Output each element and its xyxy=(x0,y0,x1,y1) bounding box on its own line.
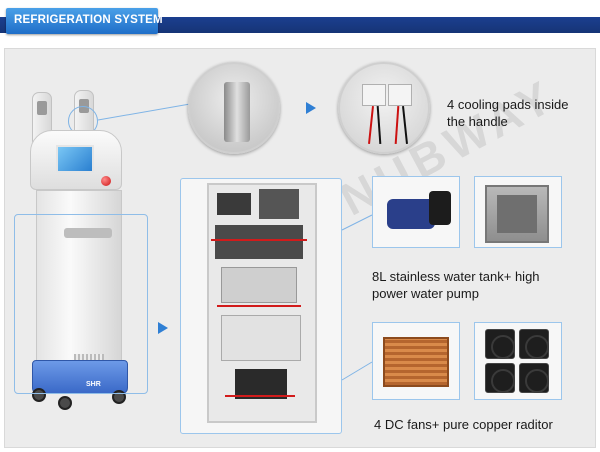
wheel xyxy=(32,388,46,402)
water-tank-photo xyxy=(474,176,562,248)
touch-screen xyxy=(56,145,94,173)
brand-label: SHR xyxy=(86,381,101,388)
water-system-label: 8L stainless water tank+ high power wate… xyxy=(372,269,540,301)
body-highlight-box xyxy=(14,214,148,394)
arrow-right-icon xyxy=(306,102,316,114)
handle-zoom-photo xyxy=(188,62,280,154)
copper-radiator-photo xyxy=(372,322,460,400)
power-knob xyxy=(101,176,111,186)
cooling-pads-label: 4 cooling pads inside the handle xyxy=(447,97,569,129)
wheel xyxy=(58,396,72,410)
section-title: REFRIGERATION SYSTEM xyxy=(14,14,163,26)
internal-structure-photo xyxy=(180,178,342,434)
machine-body xyxy=(36,190,122,376)
fans-radiator-label: 4 DC fans+ pure copper raditor xyxy=(374,417,553,432)
dc-fans-photo xyxy=(474,322,562,400)
arrow-right-icon xyxy=(158,322,168,334)
header-bar: REFRIGERATION SYSTEM xyxy=(0,0,600,40)
water-pump-photo xyxy=(372,176,460,248)
header-tab: REFRIGERATION SYSTEM xyxy=(6,8,163,34)
cooling-pads-photo xyxy=(338,62,430,154)
handle-slot xyxy=(64,228,112,238)
